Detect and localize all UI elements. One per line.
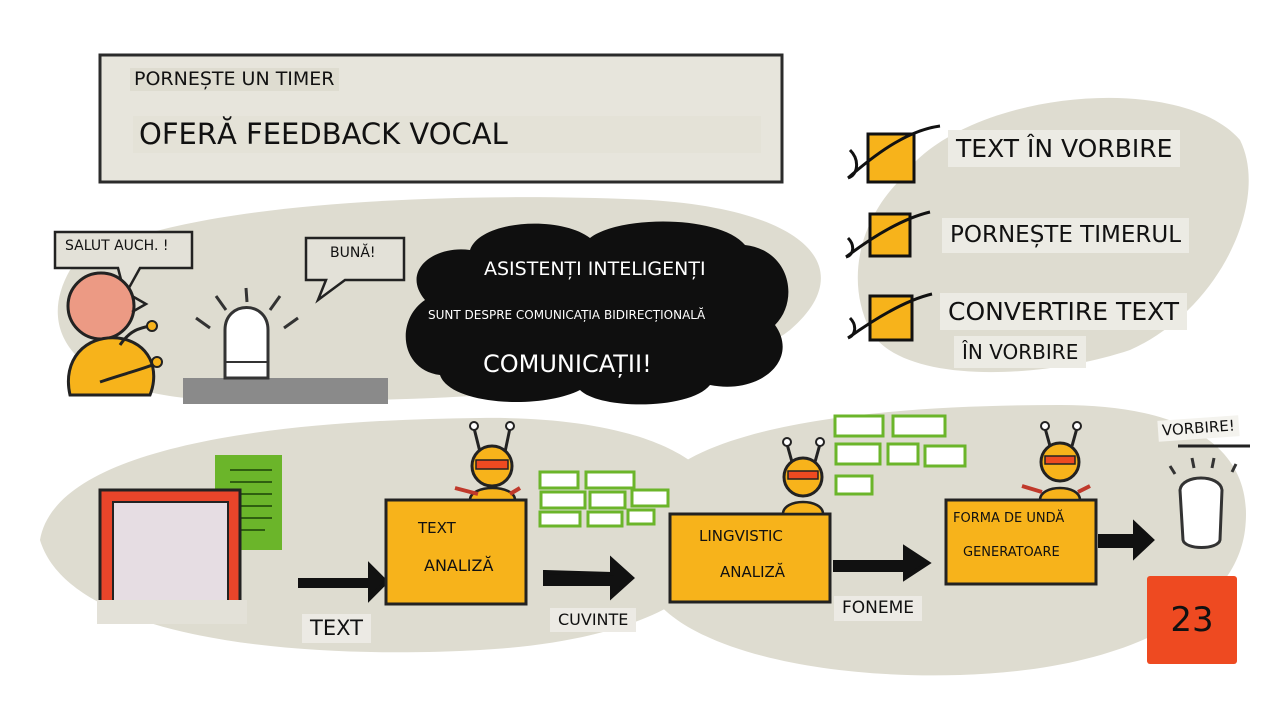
arrow-icon-text bbox=[298, 561, 389, 603]
header-title: OFERĂ FEEDBACK VOCAL bbox=[133, 116, 761, 153]
cloud-title: ASISTENȚI INTELIGENȚI bbox=[484, 258, 706, 280]
robot-icon-3 bbox=[1021, 421, 1091, 502]
phonemes-label: FONEME bbox=[834, 596, 923, 621]
input-text-label: TEXT bbox=[302, 614, 371, 643]
computer-screen-icon bbox=[97, 488, 247, 624]
cloud-emphasis: COMUNICAȚII! bbox=[483, 350, 652, 378]
checkbox-icon-1 bbox=[847, 124, 941, 184]
checklist-item-3-label-line1: CONVERTIRE TEXT bbox=[940, 293, 1188, 330]
waveform-generator-box bbox=[944, 498, 1098, 586]
speaker-output-icon bbox=[1168, 444, 1250, 549]
arrow-icon-words bbox=[543, 555, 635, 601]
device-speech-bubble bbox=[304, 236, 406, 304]
arrow-icon-speech bbox=[1098, 519, 1155, 561]
word-tokens-icon bbox=[538, 470, 670, 528]
stage3-label-line2: GENERATOARE bbox=[963, 545, 1060, 560]
stage1-label-line2: ANALIZĂ bbox=[424, 556, 494, 575]
checkbox-icon-2 bbox=[845, 210, 931, 259]
checklist-item-3-label-line2: ÎN VORBIRE bbox=[954, 336, 1087, 368]
robot-icon-2 bbox=[781, 437, 825, 516]
stage2-label-line2: ANALIZĂ bbox=[720, 563, 786, 581]
device-speech-text: BUNĂ! bbox=[330, 245, 376, 261]
robot-icon-1 bbox=[454, 421, 522, 502]
header-subtitle: PORNEȘTE UN TIMER bbox=[130, 68, 339, 91]
person-speech-bubble bbox=[53, 230, 194, 299]
stage3-label-line1: FORMA DE UNDĂ bbox=[953, 511, 1065, 526]
stage2-label-line1: LINGVISTIC bbox=[699, 527, 783, 545]
phoneme-tokens-icon bbox=[833, 414, 967, 496]
text-analysis-box bbox=[384, 498, 528, 606]
person-figure bbox=[66, 271, 163, 397]
smart-speaker-icon bbox=[183, 287, 388, 404]
cloud-subtitle: SUNT DESPRE COMUNICAȚIA BIDIRECȚIONALĂ bbox=[428, 308, 706, 322]
stage1-label-line1: TEXT bbox=[418, 519, 456, 537]
checklist-item-1-label: TEXT ÎN VORBIRE bbox=[948, 130, 1181, 167]
person-speech-text: SALUT AUCH. ! bbox=[65, 238, 169, 254]
lesson-number-badge: 23 bbox=[1147, 576, 1237, 664]
thought-cloud bbox=[405, 221, 789, 405]
lesson-number: 23 bbox=[1170, 600, 1214, 640]
arrow-icon-phonemes bbox=[833, 544, 932, 582]
checkbox-icon-3 bbox=[847, 292, 933, 342]
words-label: CUVINTE bbox=[550, 608, 637, 632]
checklist-item-2-label: PORNEȘTE TIMERUL bbox=[942, 218, 1190, 253]
linguistic-analysis-box bbox=[668, 512, 832, 604]
